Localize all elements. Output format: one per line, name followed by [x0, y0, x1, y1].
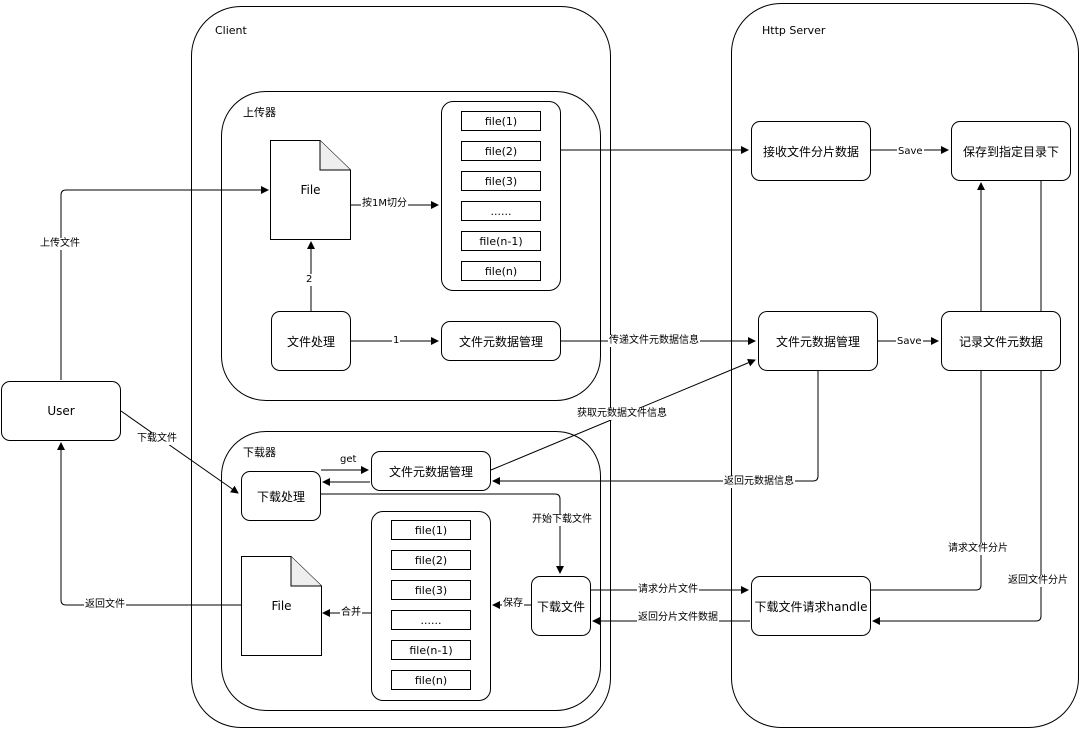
- downloader-container: [221, 431, 601, 711]
- edge-label-save-1: Save: [897, 146, 924, 158]
- edge-label-return-file: 返回文件: [84, 599, 126, 611]
- download-fragment-item: file(n-1): [391, 640, 471, 660]
- edge-return-metadata: [492, 371, 819, 485]
- edge-label-request-file-fragment: 请求文件分片: [947, 543, 1009, 555]
- uploader-label: 上传器: [243, 106, 276, 119]
- edge-label-split: 按1M切分: [361, 198, 408, 210]
- edge-label-return-fragment-data: 返回分片文件数据: [637, 612, 719, 624]
- edge-upload-file: [60, 186, 269, 380]
- download-file-doc-label: File: [271, 599, 292, 613]
- upload-fragment-item: file(3): [461, 171, 541, 191]
- edge-start-download: [321, 493, 564, 574]
- document-icon: [241, 556, 322, 656]
- edge-label-start-download: 开始下载文件: [531, 514, 593, 526]
- downloader-label: 下载器: [243, 446, 276, 459]
- edge-label-return-file-fragment: 返回文件分片: [1007, 575, 1069, 587]
- client-label: Client: [215, 24, 247, 37]
- edge-label-download-file: 下载文件: [136, 433, 178, 445]
- download-handle-node[interactable]: 下载文件请求handle: [751, 576, 871, 636]
- upload-fragments-group: [441, 101, 561, 291]
- server-metadata-node[interactable]: 文件元数据管理: [758, 311, 878, 371]
- server-label: Http Server: [762, 24, 826, 37]
- edge-label-save-2: Save: [896, 336, 923, 348]
- save-to-dir-node[interactable]: 保存到指定目录下: [951, 121, 1071, 181]
- client-container: [191, 6, 611, 728]
- edge-label-request-fragment: 请求分片文件: [637, 584, 699, 596]
- download-fragment-item: file(1): [391, 520, 471, 540]
- server-container: [731, 3, 1079, 728]
- edge-request-file-fragment: [871, 182, 985, 591]
- record-metadata-node[interactable]: 记录文件元数据: [941, 311, 1061, 371]
- download-file-node[interactable]: 下载文件: [531, 576, 591, 636]
- edge-label-get: get: [339, 454, 358, 466]
- edge-label-step-2: 2: [305, 274, 314, 286]
- download-fragment-item: ......: [391, 610, 471, 630]
- edge-label-step-1: 1: [392, 335, 401, 347]
- download-fragment-item: file(n): [391, 670, 471, 690]
- edge-label-return-metadata: 返回元数据信息: [723, 476, 795, 488]
- edge-download-file: [120, 410, 239, 494]
- receive-fragments-node[interactable]: 接收文件分片数据: [751, 121, 871, 181]
- edge-label-fetch-metadata: 获取元数据文件信息: [576, 408, 668, 420]
- download-file-doc-node[interactable]: File: [241, 556, 322, 656]
- upload-fragment-item: file(1): [461, 111, 541, 131]
- file-processing-node[interactable]: 文件处理: [271, 311, 351, 371]
- download-processing-node[interactable]: 下载处理: [241, 471, 321, 521]
- download-metadata-node[interactable]: 文件元数据管理: [371, 451, 491, 491]
- upload-fragment-item: file(2): [461, 141, 541, 161]
- uploader-container: [221, 91, 601, 401]
- download-fragments-group: [371, 511, 491, 701]
- upload-fragment-item: file(n): [461, 261, 541, 281]
- upload-fragment-item: file(n-1): [461, 231, 541, 251]
- edge-return-file: [57, 442, 241, 606]
- edge-label-pass-metadata: 传递文件元数据信息: [608, 335, 700, 347]
- edge-label-save: 保存: [502, 598, 524, 610]
- upload-file-node[interactable]: File: [270, 140, 351, 240]
- edge-label-upload-file: 上传文件: [39, 238, 81, 250]
- download-fragment-item: file(3): [391, 580, 471, 600]
- download-fragment-item: file(2): [391, 550, 471, 570]
- edge-label-merge: 合并: [340, 607, 362, 619]
- document-icon: [270, 140, 351, 240]
- edge-return-file-fragment: [872, 181, 1042, 625]
- upload-fragment-item: ......: [461, 201, 541, 221]
- user-node[interactable]: User: [1, 381, 121, 441]
- upload-file-label: File: [300, 183, 321, 197]
- upload-metadata-node[interactable]: 文件元数据管理: [441, 321, 561, 361]
